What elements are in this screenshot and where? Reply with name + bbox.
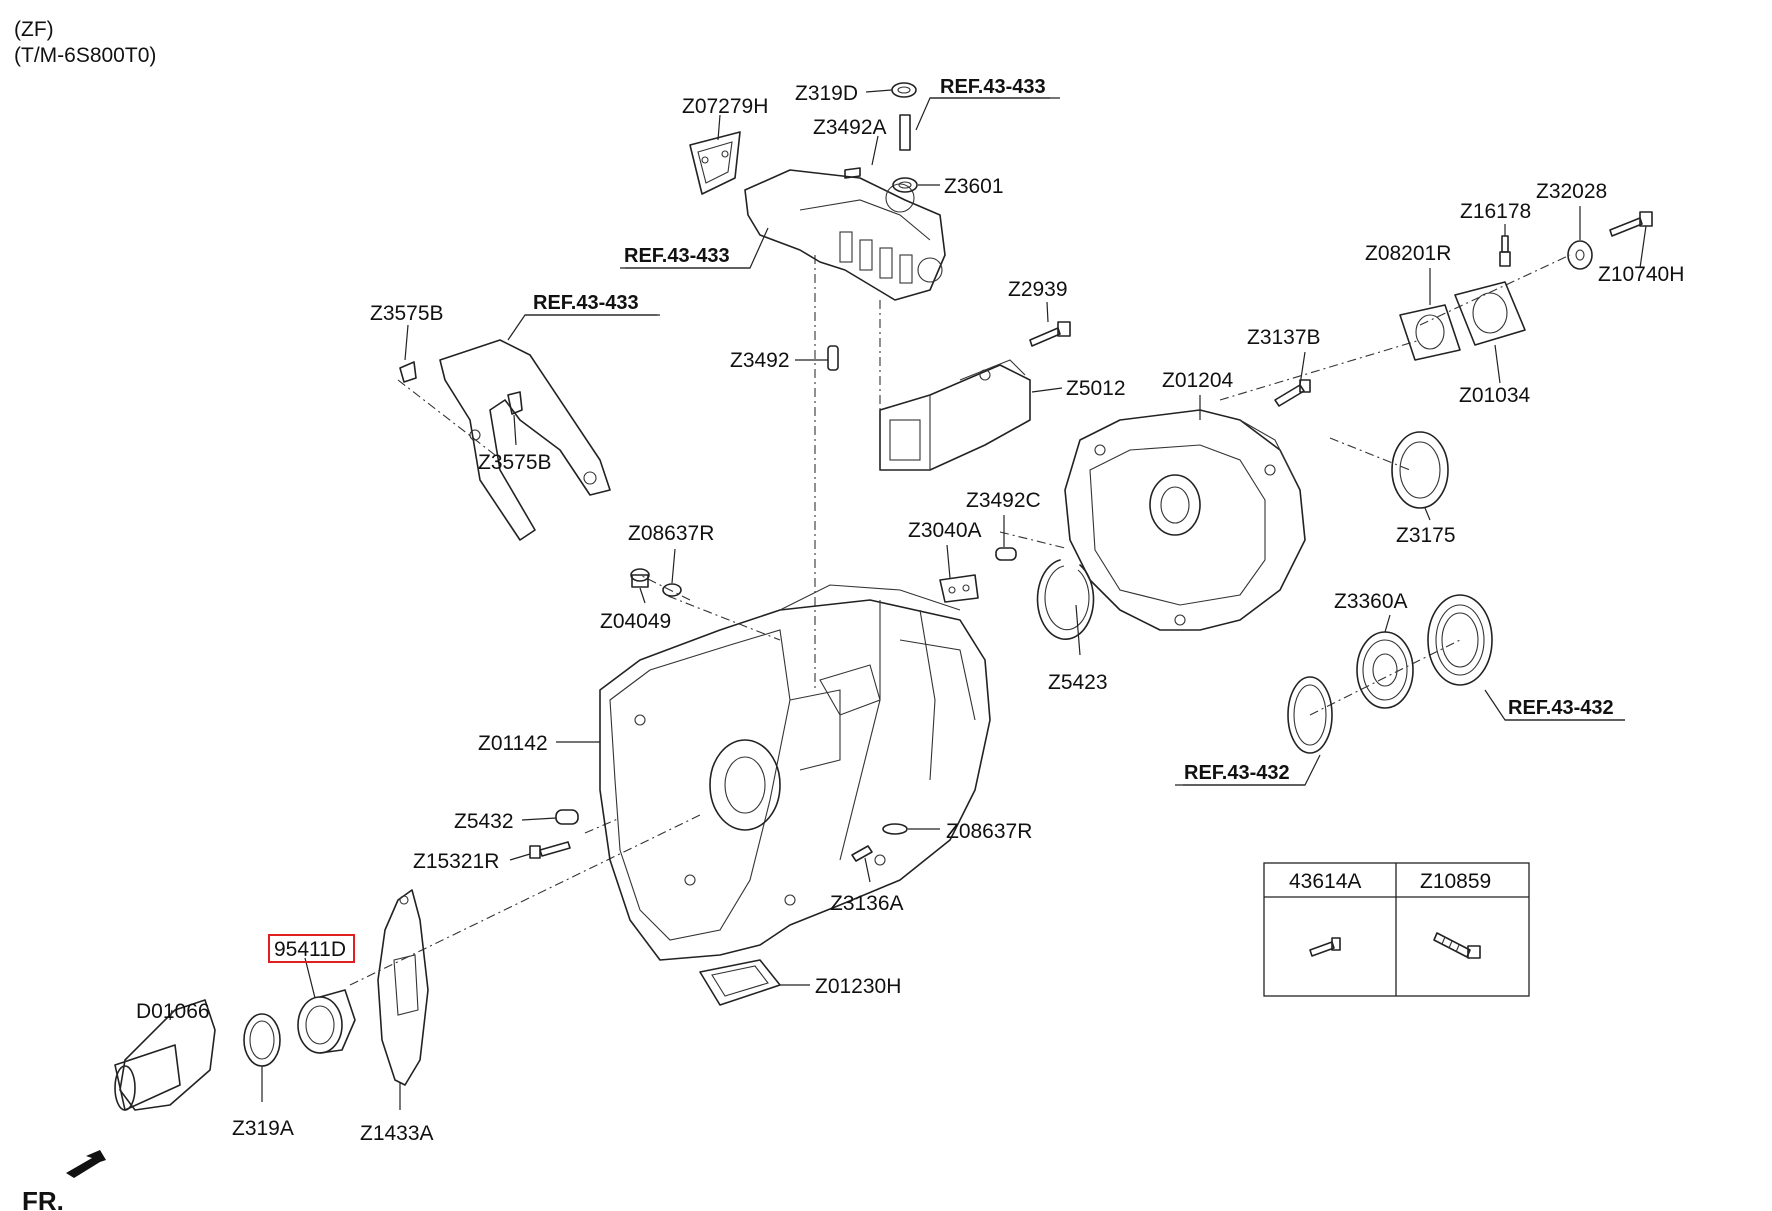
z3175-seal xyxy=(1391,431,1449,509)
label-z15321r: Z15321R xyxy=(413,850,499,873)
z3601-seal xyxy=(892,177,918,193)
label-z16178: Z16178 xyxy=(1460,200,1531,223)
z1433a-release-fork xyxy=(377,889,429,1086)
label-z3575b-bottom: Z3575B xyxy=(478,451,552,474)
table-header-z10859: Z10859 xyxy=(1420,870,1491,893)
label-z04049: Z04049 xyxy=(600,610,671,633)
z5012-actuator xyxy=(879,359,1031,471)
blocker-ring xyxy=(1287,676,1333,754)
z5432-pin xyxy=(555,809,579,825)
z3137b-bolt xyxy=(1274,379,1311,407)
z3040a-plate xyxy=(939,574,979,603)
z16178-bolt xyxy=(1499,235,1511,267)
z2939-bolt xyxy=(1029,321,1071,347)
z3492-pin xyxy=(827,345,839,371)
assembly-axis-lines xyxy=(349,254,1571,986)
ref-underlines xyxy=(525,97,1625,786)
bolt-43614a-icon xyxy=(1309,937,1341,957)
label-z3492c: Z3492C xyxy=(966,489,1041,512)
label-z2939: Z2939 xyxy=(1008,278,1068,301)
label-z5423: Z5423 xyxy=(1048,671,1108,694)
label-z01204: Z01204 xyxy=(1162,369,1234,392)
z3492a-pin xyxy=(844,114,911,179)
z32028-washer xyxy=(1567,240,1593,270)
front-arrow-icon xyxy=(66,1150,106,1178)
z01230h-gasket xyxy=(699,959,781,1006)
highlight-box-95411d xyxy=(268,934,355,963)
label-z3136a: Z3136A xyxy=(830,892,904,915)
z3360a-synchro-hub xyxy=(1356,631,1414,709)
sleeve-ring xyxy=(1427,594,1493,686)
label-z319d: Z319D xyxy=(795,82,858,105)
label-z08201r: Z08201R xyxy=(1365,242,1451,265)
label-z01034: Z01034 xyxy=(1459,384,1531,407)
label-z08637r-top: Z08637R xyxy=(628,522,714,545)
z15321r-bolt xyxy=(529,841,571,859)
z01142-main-case xyxy=(599,584,991,961)
label-z3137b: Z3137B xyxy=(1247,326,1321,349)
header-line-2: (T/M-6S800T0) xyxy=(14,44,156,67)
label-z3492: Z3492 xyxy=(730,349,790,372)
z07279h-gasket xyxy=(689,131,741,195)
ref-label-43-432-left: REF.43-432 xyxy=(1184,762,1290,784)
label-z3601: Z3601 xyxy=(944,175,1004,198)
z319a-seal xyxy=(243,1013,281,1067)
label-z32028: Z32028 xyxy=(1536,180,1607,203)
label-95411d: 95411D xyxy=(274,938,346,961)
ref-label-43-433-left: REF.43-433 xyxy=(624,245,730,267)
ref-label-43-433-top: REF.43-433 xyxy=(940,76,1046,98)
header-line-1: (ZF) xyxy=(14,18,54,41)
z5423-snap-ring xyxy=(1036,559,1095,641)
z319d-seal xyxy=(891,82,917,98)
label-z319a: Z319A xyxy=(232,1117,294,1140)
label-z3575b-top: Z3575B xyxy=(370,302,444,325)
parts-table: 43614A Z10859 xyxy=(1263,862,1530,997)
z10740h-bolt xyxy=(1609,211,1653,237)
label-z1433a: Z1433A xyxy=(360,1122,434,1145)
label-z3040a: Z3040A xyxy=(908,519,982,542)
label-z5432: Z5432 xyxy=(454,810,514,833)
table-header-43614a: 43614A xyxy=(1289,870,1361,893)
label-d01066: D01066 xyxy=(136,1000,210,1023)
label-z08637r-bottom: Z08637R xyxy=(946,820,1032,843)
front-direction-label: FR. xyxy=(22,1186,64,1211)
label-z5012: Z5012 xyxy=(1066,377,1126,400)
z08201r-gasket xyxy=(1399,304,1461,361)
z08637r-oring-bottom xyxy=(882,823,908,835)
label-z01142: Z01142 xyxy=(478,732,548,755)
shift-housing xyxy=(744,169,946,301)
z3136a-stud xyxy=(851,845,873,862)
z3492c-pin xyxy=(995,547,1017,561)
ref-label-43-433-mid: REF.43-433 xyxy=(533,292,639,314)
label-z07279h: Z07279H xyxy=(682,95,768,118)
ref-label-43-432-right: REF.43-432 xyxy=(1508,697,1614,719)
label-z3492a: Z3492A xyxy=(813,116,887,139)
z04049-plug xyxy=(630,568,650,588)
label-z3175: Z3175 xyxy=(1396,524,1456,547)
z01204-rear-housing xyxy=(1064,409,1306,631)
label-z10740h: Z10740H xyxy=(1598,263,1684,286)
label-z01230h: Z01230H xyxy=(815,975,901,998)
d01066-guide-sleeve xyxy=(114,999,216,1111)
z3575b-bracket xyxy=(399,339,611,541)
sensor-z10859-icon xyxy=(1433,932,1481,959)
z08637r-oring-top xyxy=(662,583,682,597)
part-labels: Z07279H Z319D REF.43-433 Z3492A Z3601 RE… xyxy=(22,76,1684,1211)
z01034-cover xyxy=(1454,281,1526,346)
p95411d-release-bearing xyxy=(297,989,356,1054)
label-z3360a: Z3360A xyxy=(1334,590,1408,613)
